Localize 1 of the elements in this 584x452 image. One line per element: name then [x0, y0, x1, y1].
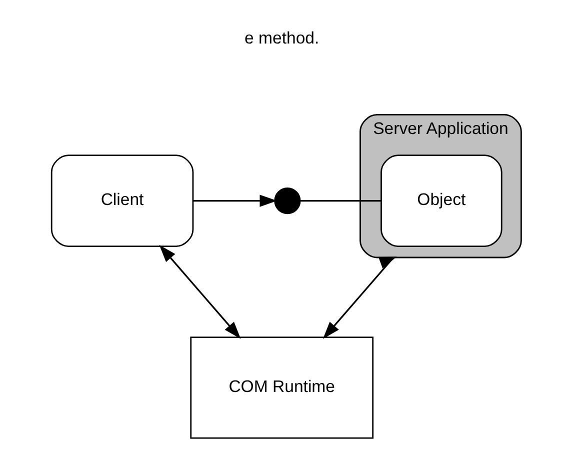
label: e method.: [244, 28, 320, 48]
